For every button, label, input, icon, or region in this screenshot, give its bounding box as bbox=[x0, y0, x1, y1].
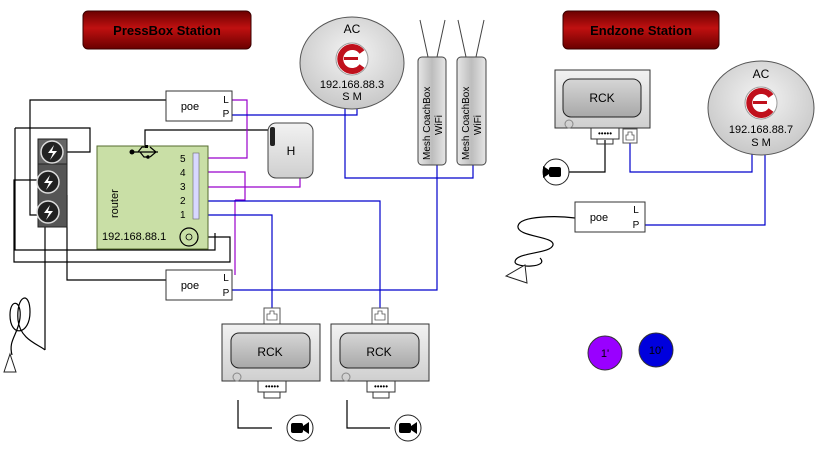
ac-ports: S M bbox=[751, 137, 771, 149]
power-cable bbox=[13, 179, 231, 263]
svg-text:•••••: ••••• bbox=[598, 129, 612, 138]
antenna-icon bbox=[3, 352, 17, 373]
wifi-box-right: Mesh CoachBox WiFi bbox=[456, 19, 487, 166]
poe-port-l: L bbox=[633, 205, 639, 216]
router-power-jack-icon bbox=[179, 227, 199, 247]
poe-label: poe bbox=[181, 280, 199, 292]
poe-port-l: L bbox=[223, 273, 229, 284]
rck-box-right: RCK ••••• bbox=[330, 307, 430, 442]
ethernet-port-icon bbox=[622, 128, 638, 144]
antenna-icon bbox=[504, 264, 528, 284]
router-port-4: 4 bbox=[180, 168, 186, 179]
poe-port-p: P bbox=[223, 109, 230, 120]
rck-label: RCK bbox=[589, 91, 614, 105]
wifi-label-line1: Mesh CoachBox bbox=[422, 87, 433, 160]
camera-icon bbox=[286, 414, 314, 442]
power-strip bbox=[36, 138, 68, 228]
legend-purple-label: 1' bbox=[601, 348, 609, 360]
ac-label: AC bbox=[344, 22, 361, 36]
poe-injector-bottom: poe L P bbox=[165, 269, 233, 301]
serial-port-icon: ••••• bbox=[590, 127, 620, 145]
pressbox-banner: PressBox Station bbox=[82, 10, 252, 50]
power-outlet-icon bbox=[36, 200, 60, 224]
legend-blue-label: 10' bbox=[649, 345, 663, 357]
ac-ip: 192.168.88.3 bbox=[320, 79, 384, 91]
svg-text:•••••: ••••• bbox=[374, 382, 388, 391]
coiled-power-cord bbox=[9, 297, 46, 356]
router-port-1: 1 bbox=[180, 210, 186, 221]
svg-text:•••••: ••••• bbox=[265, 382, 279, 391]
wires bbox=[9, 99, 766, 429]
ethernet-cable bbox=[344, 108, 474, 179]
wifi-box-left: Mesh CoachBox WiFi bbox=[417, 19, 447, 166]
camera-cable bbox=[553, 140, 606, 173]
ethernet-cable bbox=[232, 165, 438, 291]
ethernet-cable bbox=[629, 143, 753, 173]
power-outlet-icon bbox=[36, 170, 60, 194]
hub-label: H bbox=[287, 144, 296, 158]
short-cable bbox=[198, 99, 248, 159]
legend-blue: 10' bbox=[638, 332, 674, 368]
pressbox-access-point: AC 192.168.88.3 S M bbox=[299, 16, 405, 110]
ac-label: AC bbox=[753, 67, 770, 81]
poe-port-l: L bbox=[223, 95, 229, 106]
ac-logo-icon bbox=[335, 42, 369, 76]
antenna-icon bbox=[419, 19, 446, 58]
camera-cable bbox=[237, 400, 272, 429]
ethernet-cable bbox=[645, 150, 766, 226]
rck-label: RCK bbox=[366, 345, 391, 359]
serial-port-icon: ••••• bbox=[366, 380, 396, 399]
legend-purple: 1' bbox=[587, 335, 623, 371]
router-label: router bbox=[109, 189, 121, 218]
rck-box-left: RCK ••••• bbox=[221, 307, 321, 442]
wifi-label-line1: Mesh CoachBox bbox=[461, 87, 472, 160]
power-cable bbox=[15, 127, 91, 153]
router-ip: 192.168.88.1 bbox=[102, 231, 166, 243]
ethernet-port-icon bbox=[263, 307, 281, 325]
ethernet-cable bbox=[198, 214, 273, 308]
endzone-poe-injector: poe L P bbox=[574, 201, 646, 233]
short-cable bbox=[198, 171, 246, 201]
usb-icon bbox=[129, 145, 158, 159]
poe-label: poe bbox=[181, 101, 199, 113]
camera-cable bbox=[346, 400, 390, 429]
power-cable bbox=[14, 128, 216, 251]
serial-port-icon: ••••• bbox=[257, 380, 287, 399]
wifi-label-line2: WiFi bbox=[434, 115, 445, 135]
rck-label: RCK bbox=[257, 345, 282, 359]
camera-icon bbox=[394, 414, 422, 442]
router-port-5: 5 bbox=[180, 154, 186, 165]
poe-port-p: P bbox=[223, 288, 230, 299]
pressbox-title: PressBox Station bbox=[113, 23, 221, 38]
endzone-banner: Endzone Station bbox=[562, 10, 720, 50]
ethernet-cable bbox=[232, 108, 358, 116]
endzone-access-point: AC 192.168.88.7 S M bbox=[707, 60, 815, 156]
ac-logo-icon bbox=[744, 86, 778, 120]
poe-injector-top: poe L P bbox=[165, 90, 233, 122]
poe-label: poe bbox=[590, 212, 608, 224]
ac-ports: S M bbox=[342, 91, 362, 103]
power-outlet-icon bbox=[40, 140, 64, 164]
endzone-rck-box: RCK ••••• bbox=[542, 69, 651, 186]
usb-cable bbox=[144, 129, 275, 148]
usb-hub: H bbox=[267, 122, 314, 179]
router-port-2: 2 bbox=[180, 196, 186, 207]
coiled-power-cord bbox=[514, 216, 576, 267]
antenna-icon bbox=[457, 19, 485, 58]
poe-port-p: P bbox=[633, 220, 640, 231]
endzone-title: Endzone Station bbox=[590, 23, 692, 38]
router-port-3: 3 bbox=[180, 182, 186, 193]
ethernet-cable bbox=[198, 200, 381, 308]
camera-icon bbox=[542, 158, 570, 186]
ethernet-port-icon bbox=[371, 307, 389, 325]
wifi-label-line2: WiFi bbox=[473, 115, 484, 135]
ac-ip: 192.168.88.7 bbox=[729, 124, 793, 136]
router: router 5 4 3 2 1 192.168.88.1 bbox=[96, 145, 209, 250]
